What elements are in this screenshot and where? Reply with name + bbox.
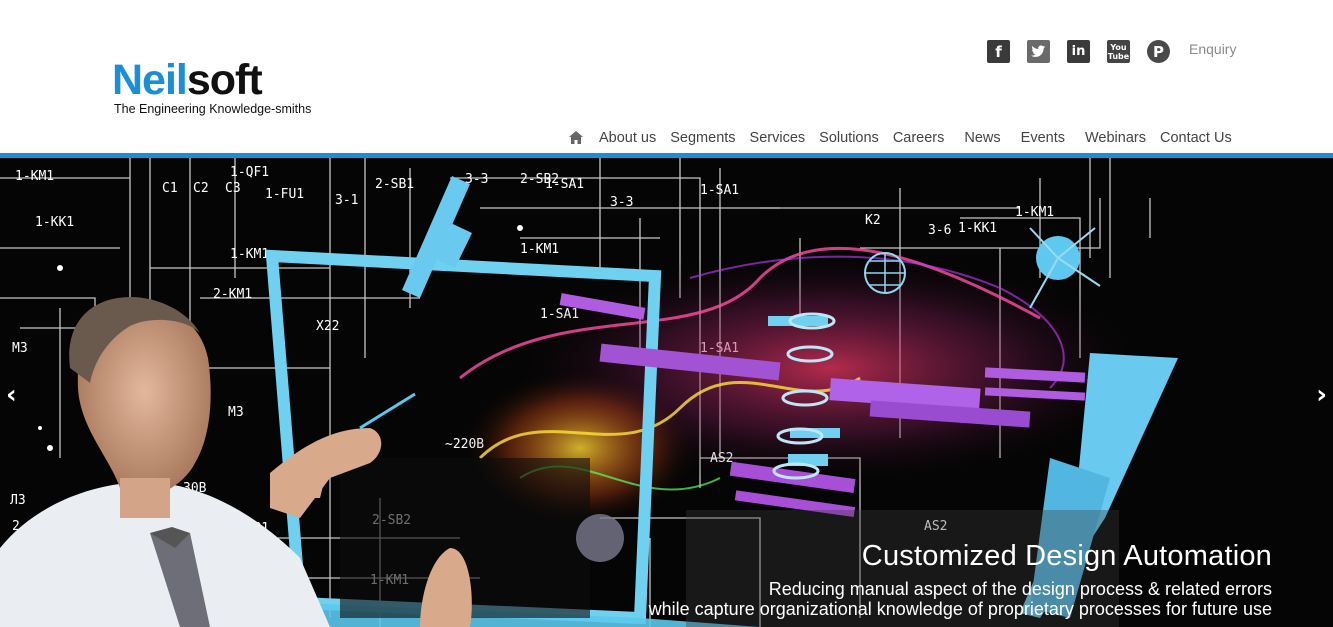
- svg-text:C1: C1: [162, 181, 178, 196]
- svg-text:M3: M3: [12, 341, 28, 356]
- svg-text:1-SA1: 1-SA1: [545, 177, 584, 192]
- site-header: Neilsoft The Engineering Knowledge-smith…: [0, 0, 1333, 153]
- caption-band: [686, 510, 1119, 627]
- svg-text:2-SB2: 2-SB2: [520, 172, 559, 187]
- svg-text:3-3: 3-3: [465, 172, 488, 187]
- svg-text:1-KM1: 1-KM1: [1015, 205, 1054, 220]
- svg-text:K2: K2: [865, 213, 881, 228]
- gear-graphic: [576, 514, 624, 562]
- svg-text:Л3: Л3: [10, 493, 26, 508]
- svg-text:1-KK1: 1-KK1: [958, 221, 997, 236]
- svg-text:1-FU1: 1-FU1: [265, 187, 304, 202]
- nav-item-contact-us[interactable]: Contact Us: [1159, 130, 1232, 146]
- facebook-icon[interactable]: f: [987, 40, 1010, 63]
- nav-item-services[interactable]: Services: [749, 130, 806, 146]
- nav-item-careers[interactable]: Careers: [892, 130, 945, 146]
- svg-text:2-SB1: 2-SB1: [375, 177, 414, 192]
- slide-caption: Customized Design Automation Reducing ma…: [649, 540, 1272, 619]
- svg-text:1-KK1: 1-KK1: [35, 215, 74, 230]
- home-icon[interactable]: [569, 131, 583, 145]
- svg-text:M3: M3: [228, 405, 244, 420]
- stacked-rings: [772, 312, 836, 480]
- logo[interactable]: Neilsoft The Engineering Knowledge-smith…: [112, 59, 312, 117]
- enquiry-link[interactable]: Enquiry: [1189, 40, 1237, 57]
- svg-text:3-6: 3-6: [928, 223, 951, 238]
- svg-text:2-KM1: 2-KM1: [213, 287, 252, 302]
- slider-next-arrow[interactable]: ›: [1316, 380, 1327, 410]
- pinterest-icon[interactable]: P: [1147, 40, 1170, 63]
- svg-text:1-SA1: 1-SA1: [700, 183, 739, 198]
- youtube-icon-top: You: [1110, 42, 1127, 52]
- slide-subtitle-line1: Reducing manual aspect of the design pro…: [768, 579, 1272, 599]
- slider-prev-arrow[interactable]: ‹: [6, 380, 17, 410]
- svg-text:1-KM1: 1-KM1: [15, 169, 54, 184]
- nav-item-news[interactable]: News: [964, 130, 1001, 146]
- engineer-figure: [0, 297, 472, 627]
- svg-text:1-KM1: 1-KM1: [230, 247, 269, 262]
- main-nav: About us Segments Services Solutions Car…: [569, 130, 1246, 146]
- social-links: f in You Tube P Enquiry: [987, 40, 1236, 63]
- floating-panels: [402, 176, 1178, 618]
- logo-part-neil: Neil: [112, 56, 188, 104]
- svg-text:3-3: 3-3: [610, 195, 633, 210]
- nav-item-events[interactable]: Events: [1020, 130, 1065, 146]
- svg-text:3-1: 3-1: [335, 193, 358, 208]
- twitter-icon[interactable]: [1027, 40, 1050, 63]
- logo-part-soft: soft: [186, 56, 263, 104]
- hero-image: 1-KM1 1-KK1 M3 1-QF1 C1 C2 C3 1-FU1 3-1 2-…: [0, 158, 1178, 627]
- nav-item-solutions[interactable]: Solutions: [819, 130, 879, 146]
- nav-item-about-us[interactable]: About us: [599, 130, 657, 146]
- svg-text:X22: X22: [316, 319, 339, 334]
- slide-subtitle-line2: while capture organizational knowledge o…: [648, 599, 1272, 619]
- nav-item-segments[interactable]: Segments: [670, 130, 736, 146]
- svg-text:1-QF1: 1-QF1: [230, 165, 269, 180]
- header-divider: [0, 153, 1333, 158]
- svg-text:C3: C3: [225, 181, 241, 196]
- hero-slider: 1-KM1 1-KK1 M3 1-QF1 C1 C2 C3 1-FU1 3-1 2-…: [0, 158, 1333, 627]
- nav-item-webinars[interactable]: Webinars: [1085, 130, 1146, 146]
- linkedin-icon[interactable]: in: [1067, 40, 1090, 63]
- svg-text:AS2: AS2: [924, 519, 947, 534]
- youtube-icon[interactable]: You Tube: [1107, 40, 1130, 63]
- youtube-icon-bottom: Tube: [1107, 51, 1130, 61]
- svg-text:1-KM1: 1-KM1: [520, 242, 559, 257]
- logo-wordmark: Neilsoft: [112, 59, 311, 102]
- slide-title: Customized Design Automation: [861, 540, 1272, 572]
- logo-tagline: The Engineering Knowledge-smiths: [114, 102, 312, 116]
- svg-text:C2: C2: [193, 181, 209, 196]
